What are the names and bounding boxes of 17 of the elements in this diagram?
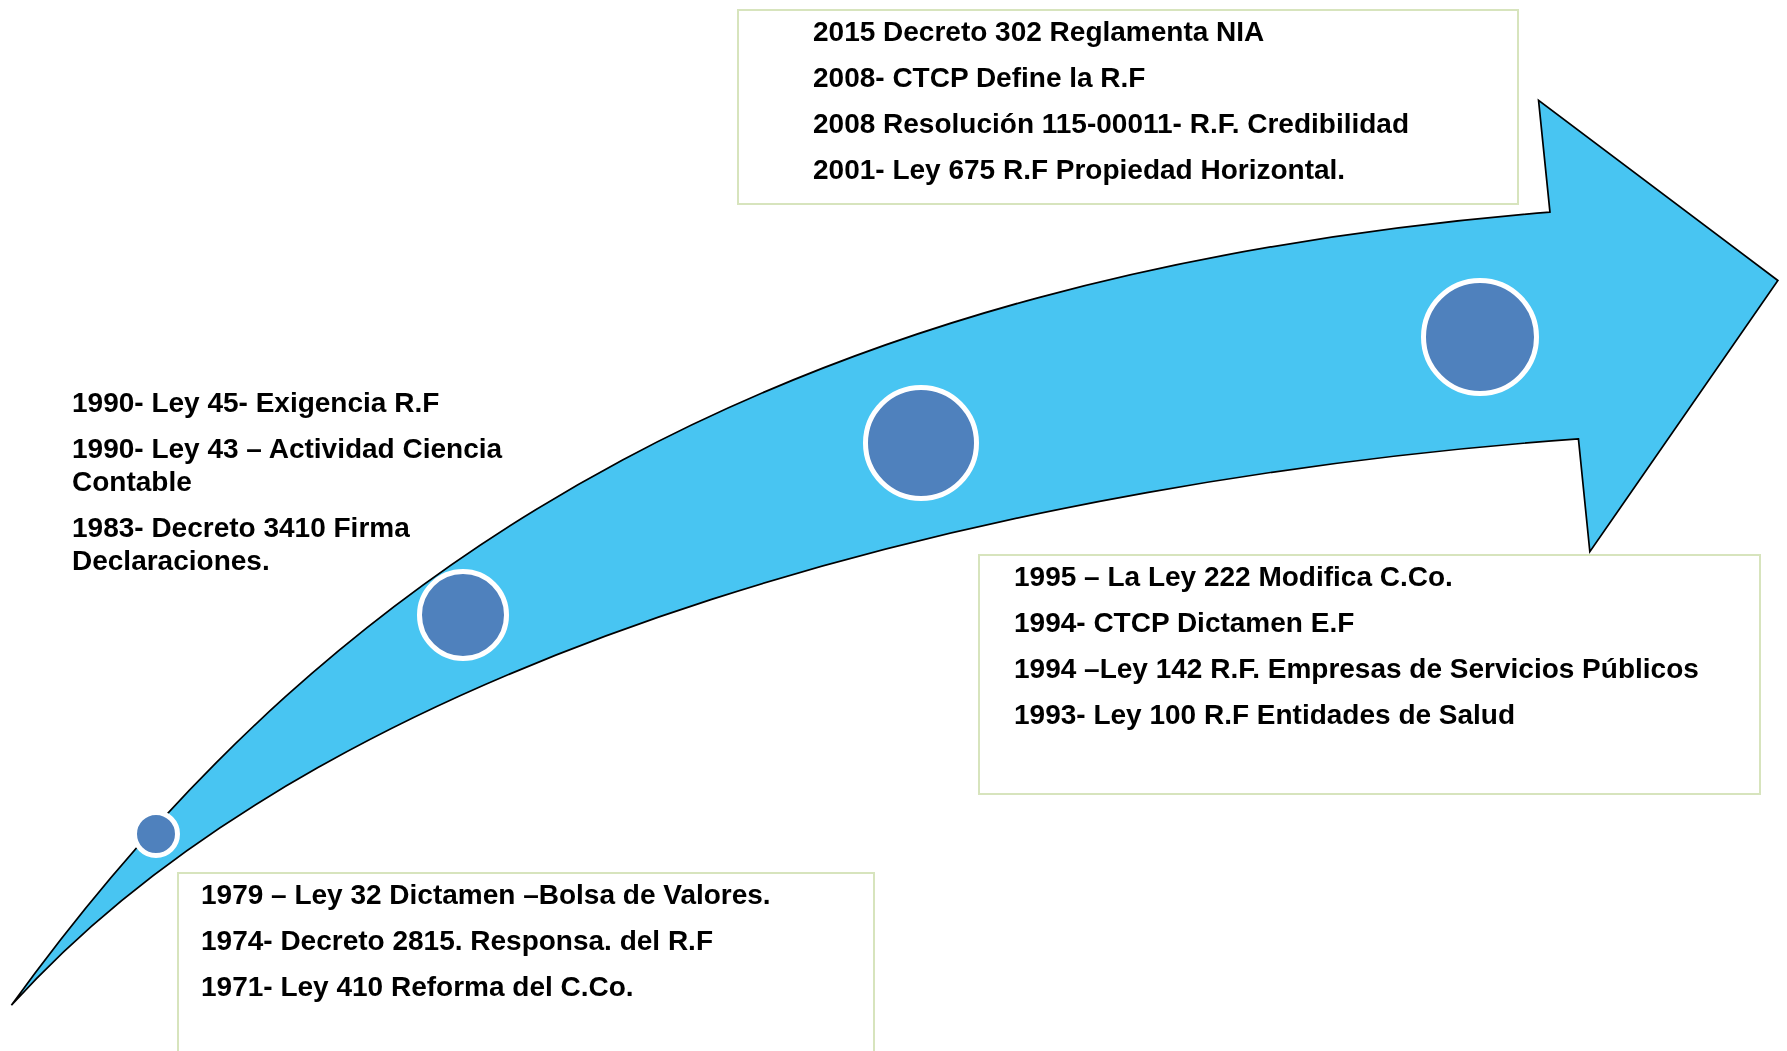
timeline-entry: 1993- Ley 100 R.F Entidades de Salud (1014, 698, 1517, 731)
timeline-entry: 1990- Ley 43 – Actividad Ciencia Contable (72, 432, 504, 498)
timeline-entry: 1983- Decreto 3410 Firma Declaraciones. (72, 511, 411, 577)
timeline-entry: 1994 –Ley 142 R.F. Empresas de Servicios Públicos (1014, 652, 1700, 685)
timeline-entry: 1979 – Ley 32 Dictamen –Bolsa de Valores. (201, 878, 772, 911)
timeline-entry: 1990- Ley 45- Exigencia R.F (72, 386, 441, 419)
timeline-entry: 2008- CTCP Define la R.F (813, 61, 1147, 94)
text-box (737, 9, 1519, 205)
timeline-entry: 2015 Decreto 302 Reglamenta NIA (813, 15, 1266, 48)
timeline-entry: 1971- Ley 410 Reforma del C.Co. (201, 970, 635, 1003)
text-box (978, 554, 1761, 795)
timeline-entry: 1995 – La Ley 222 Modifica C.Co. (1014, 560, 1454, 593)
timeline-entry: 1974- Decreto 2815. Responsa. del R.F (201, 924, 714, 957)
timeline-entry: 1994- CTCP Dictamen E.F (1014, 606, 1356, 639)
text-box (177, 872, 875, 1051)
timeline-entry: 2008 Resolución 115-00011- R.F. Credibilidad (813, 107, 1411, 140)
timeline-entry: 2001- Ley 675 R.F Propiedad Horizontal. (813, 153, 1347, 186)
